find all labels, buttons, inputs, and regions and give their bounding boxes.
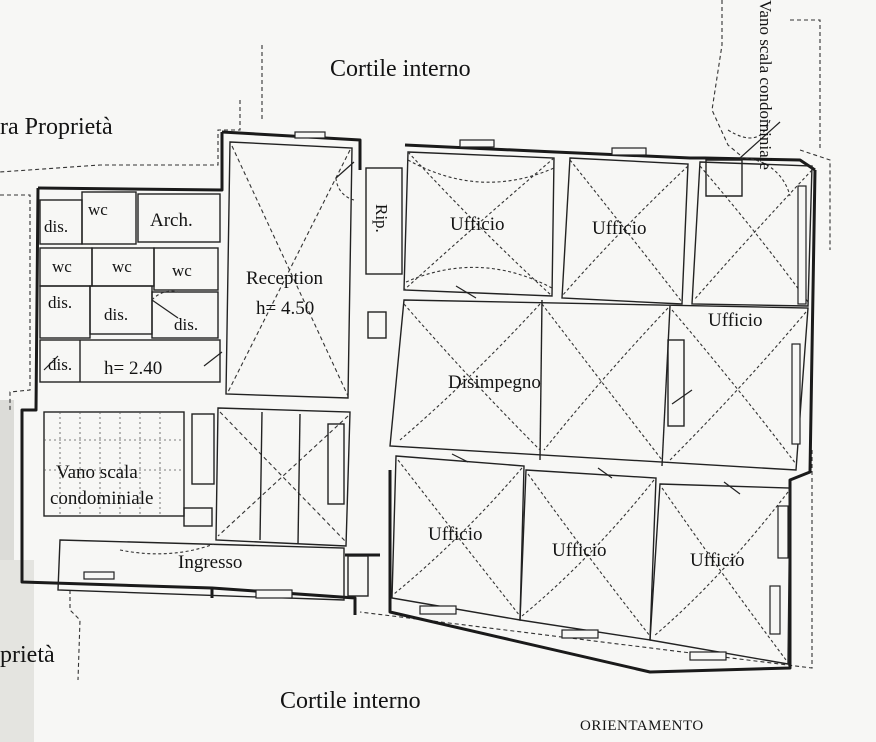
label-cortile-bottom: Cortile interno: [280, 688, 421, 714]
reception-room: [225, 141, 355, 399]
room-dis-2: dis.: [48, 293, 72, 312]
services-block: [39, 191, 223, 383]
room-dis-5: dis.: [48, 355, 72, 374]
room-wc-2: wc: [52, 257, 72, 276]
upper-offices: [403, 119, 813, 307]
room-wc-4: wc: [172, 261, 192, 280]
label-vano-scala-top: Vano scala condominiale: [756, 0, 775, 170]
room-ufficio-1: Ufficio: [450, 214, 505, 235]
room-vano-scala-2: condominiale: [50, 488, 153, 509]
lower-offices: [391, 455, 791, 665]
room-dis-1: dis.: [44, 217, 68, 236]
room-disimpegno: Disimpegno: [448, 372, 541, 393]
label-orientamento: ORIENTAMENTO: [580, 718, 704, 734]
room-ufficio-6: Ufficio: [690, 550, 745, 571]
room-dis-4: dis.: [174, 315, 198, 334]
disimpegno-room: [389, 285, 809, 471]
labels: Cortile interno Cortile interno ra Propr…: [0, 0, 775, 734]
boundary-lines: [0, 0, 831, 681]
label-altra-proprieta-bottom: prietà: [0, 642, 55, 668]
room-archivio: Arch.: [150, 210, 193, 231]
room-height-services: h= 2.40: [104, 358, 162, 379]
room-ufficio-5: Ufficio: [552, 540, 607, 561]
room-ufficio-3: Ufficio: [708, 310, 763, 331]
room-ufficio-4: Ufficio: [428, 524, 483, 545]
room-dis-3: dis.: [104, 305, 128, 324]
room-ripostiglio: Rip.: [372, 204, 391, 233]
scan-shadow: [0, 400, 34, 742]
room-ingresso: Ingresso: [178, 552, 242, 573]
room-vano-scala-1: Vano scala: [56, 462, 138, 483]
ripostiglio-room: [365, 167, 403, 339]
room-reception: Reception: [246, 268, 324, 289]
outer-walls: [20, 130, 817, 674]
room-wc-1: wc: [88, 200, 108, 219]
room-wc-3: wc: [112, 257, 132, 276]
label-altra-proprieta-top: ra Proprietà: [0, 114, 113, 140]
label-cortile-top: Cortile interno: [330, 56, 471, 82]
windows: [83, 131, 807, 661]
room-ufficio-2: Ufficio: [592, 218, 647, 239]
room-height-reception: h= 4.50: [256, 298, 314, 319]
staircase-ingresso: [43, 407, 369, 601]
